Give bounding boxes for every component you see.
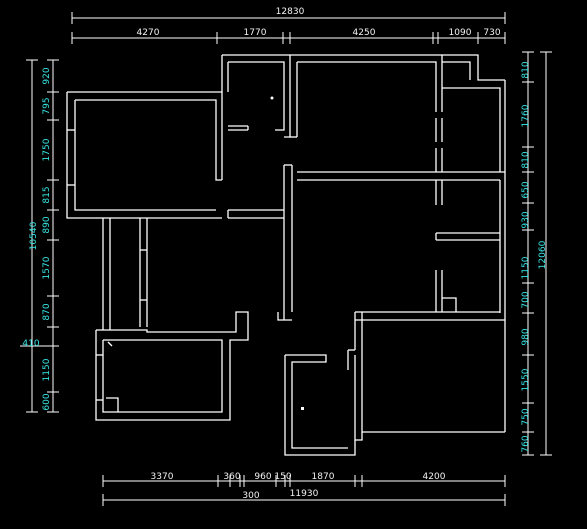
wall-kitchen-inner	[228, 61, 285, 131]
wall-bathroom-outer	[284, 355, 356, 456]
left-segment-label-7: 870	[42, 303, 52, 320]
left-segment-label-3: 1750	[42, 138, 52, 161]
left-segment-label-4: 815	[42, 186, 52, 203]
walls	[66, 54, 506, 456]
top-dimensions: 12830 4270 1770 4250 1090 730	[71, 7, 506, 44]
top-segment-label-5: 730	[483, 28, 500, 38]
left-segment-label-10: 600	[42, 393, 52, 410]
right-segment-label-6: 1150	[521, 256, 531, 279]
left-segment-label-2: 795	[42, 97, 52, 114]
wall-top-right-room-inner	[297, 61, 437, 88]
wall-balcony-outer	[442, 54, 505, 81]
bottom-total-label: 11930	[290, 489, 319, 499]
top-segment-label-4: 1090	[449, 28, 472, 38]
bottom-sub-label: 300	[242, 491, 259, 501]
door-swing-mark	[107, 341, 113, 347]
wall-top-left-room-inner-2	[75, 99, 222, 181]
bottom-segment-label-3: 960	[254, 472, 271, 482]
wall-balcony-top	[442, 61, 471, 80]
top-segment-label-1: 4270	[137, 28, 160, 38]
bottom-segment-label-5: 1870	[312, 472, 335, 482]
left-segment-label-1: 920	[42, 67, 52, 84]
right-segment-label-10: 750	[521, 408, 531, 425]
right-segment-label-11: 760	[521, 435, 531, 452]
bottom-segment-label-1: 3370	[151, 472, 174, 482]
right-segment-label-3: 810	[521, 151, 531, 168]
right-dimensions: 810 1760 810 650 930 1150 700 980 1550 7…	[521, 51, 552, 456]
right-segment-label-5: 930	[521, 211, 531, 228]
right-segment-label-1: 810	[521, 61, 531, 78]
bathroom-fixture-marker	[301, 407, 304, 410]
wall-bottom-left-room-outer	[95, 311, 249, 421]
wall-top-left-room-lower	[66, 92, 222, 219]
right-total-label: 12060	[538, 240, 548, 269]
left-total-label: 10540	[29, 221, 39, 250]
left-segment-label-6: 1570	[42, 256, 52, 279]
wall-bottom-left-room-inner	[102, 339, 223, 413]
top-segment-label-3: 4250	[353, 28, 376, 38]
right-segment-label-4: 650	[521, 181, 531, 198]
kitchen-fixture-marker	[270, 96, 274, 100]
right-segment-label-9: 1550	[521, 368, 531, 391]
wall-top-left-room-inner	[74, 100, 216, 211]
wall-lower-right-room-left	[354, 355, 363, 441]
left-segment-label-5: 890	[42, 216, 52, 233]
wall-bottom-left-room-closet	[106, 397, 119, 412]
top-total-label: 12830	[276, 7, 305, 17]
wall-bathroom	[285, 354, 348, 449]
bottom-segment-label-2: 360	[223, 472, 240, 482]
bottom-segment-label-4: 150	[274, 472, 291, 482]
top-segment-label-2: 1770	[244, 28, 267, 38]
right-segment-label-7: 700	[521, 291, 531, 308]
wall-balcony-inner	[442, 87, 501, 172]
right-segment-label-8: 980	[521, 328, 531, 345]
left-segment-label-8: 410	[22, 339, 39, 349]
left-dimensions: 10540 920 795 1750 815 890 1570 870 410 …	[20, 59, 59, 413]
bottom-dimensions: 3370 360 960 150 1870 4200 300 11930	[102, 472, 506, 506]
right-segment-label-2: 1760	[521, 104, 531, 127]
wall-center-base	[277, 312, 292, 321]
wall-right-middle-closet	[442, 297, 457, 312]
left-segment-label-9: 1150	[42, 358, 52, 381]
bottom-segment-label-6: 4200	[423, 472, 446, 482]
